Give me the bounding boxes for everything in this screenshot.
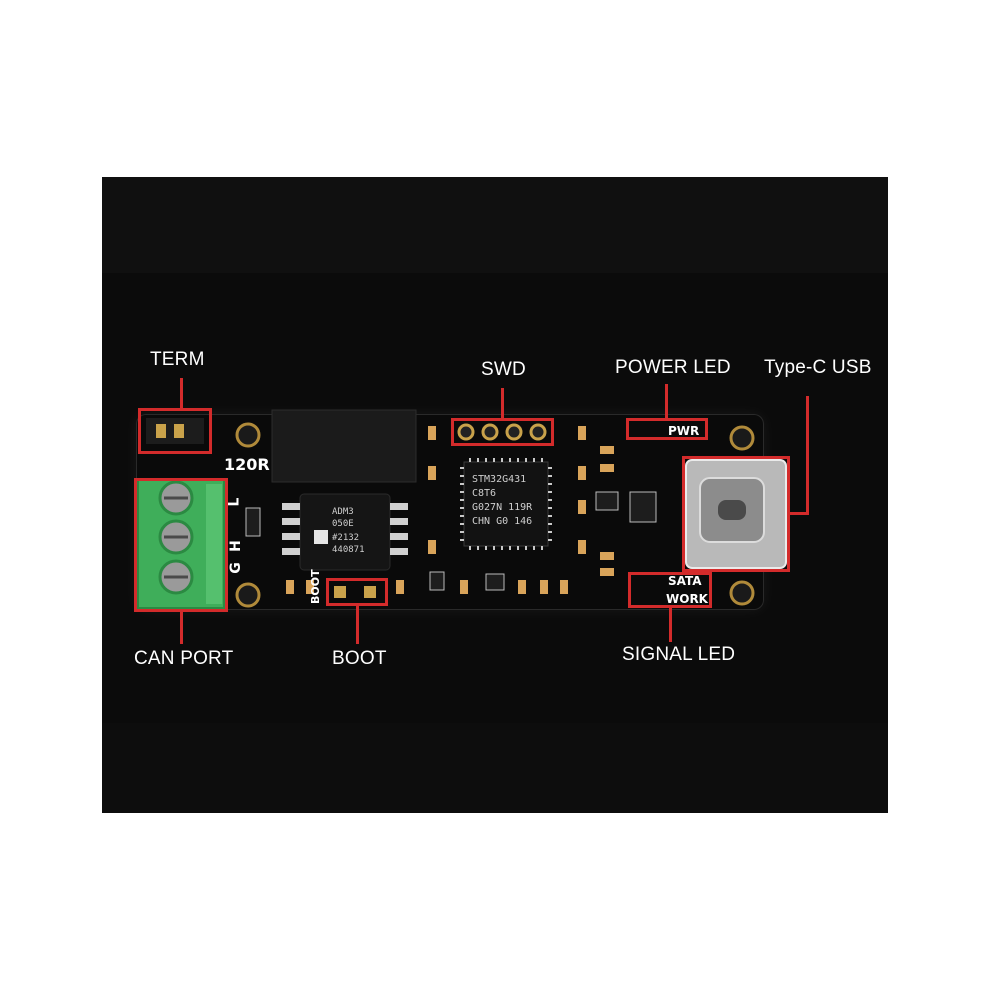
silkscreen-work: WORK: [666, 592, 708, 606]
can-transceiver-chip: ADM3 050E #2132 440871: [282, 493, 408, 571]
silkscreen-120r: 120R: [224, 455, 270, 474]
power-led-highlight-box: [626, 418, 708, 440]
mounting-holes: [235, 422, 755, 608]
stm32-mcu-chip: STM32G431 C8T6 G027N 119R CHN G0 146: [460, 458, 552, 550]
top-band: [102, 177, 888, 273]
can-port-label: CAN PORT: [134, 648, 234, 669]
swd-label: SWD: [481, 359, 526, 380]
term-jumper: [146, 418, 204, 444]
silkscreen-pwr: PWR: [668, 424, 700, 438]
boot-jumper-pins: [334, 586, 376, 598]
silkscreen-l: L: [226, 497, 243, 507]
power-led-label: POWER LED: [615, 357, 731, 378]
can-terminal-block: [137, 479, 225, 609]
silkscreen-boot: BOOT: [309, 569, 322, 604]
transceiver-line-4: 440871: [332, 545, 365, 555]
mcu-line-1: STM32G431: [472, 474, 526, 485]
silkscreen-h: H: [227, 540, 244, 552]
term-highlight-box: [138, 408, 212, 454]
can-adapter-board: [136, 414, 764, 610]
term-leader-line: [180, 378, 183, 408]
swd-header-pins: [457, 423, 547, 441]
power-led-leader-line: [665, 384, 668, 418]
swd-leader-line: [501, 388, 504, 418]
term-label: TERM: [150, 349, 205, 370]
signal-led-highlight-box: [628, 572, 712, 608]
inductor-block: [271, 409, 417, 483]
signal-led-label: SIGNAL LED: [622, 644, 736, 665]
boot-leader-line: [356, 606, 359, 644]
transceiver-line-3: #2132: [332, 533, 359, 543]
mcu-line-4: CHN G0 146: [472, 516, 532, 527]
usb-highlight-box: [682, 456, 790, 572]
bottom-band: [102, 723, 888, 813]
transceiver-line-1: ADM3: [332, 507, 354, 517]
usb-leader-horizontal: [790, 512, 809, 515]
swd-highlight-box: [451, 418, 554, 446]
transceiver-line-2: 050E: [332, 519, 354, 529]
boot-label: BOOT: [332, 648, 387, 669]
silkscreen-g: G: [227, 562, 244, 574]
can-port-leader-line: [180, 612, 183, 644]
can-port-highlight-box: [134, 478, 228, 612]
usb-type-c-connector: [685, 459, 787, 569]
smd-components: [286, 426, 614, 594]
type-c-usb-label: Type-C USB: [764, 357, 872, 378]
transistors: [245, 491, 657, 591]
boot-highlight-box: [326, 578, 388, 606]
silkscreen-sata: SATA: [668, 574, 702, 588]
usb-leader-vertical: [806, 396, 809, 514]
mcu-line-2: C8T6: [472, 488, 496, 499]
signal-led-leader-line: [669, 608, 672, 642]
mcu-line-3: G027N 119R: [472, 502, 533, 513]
